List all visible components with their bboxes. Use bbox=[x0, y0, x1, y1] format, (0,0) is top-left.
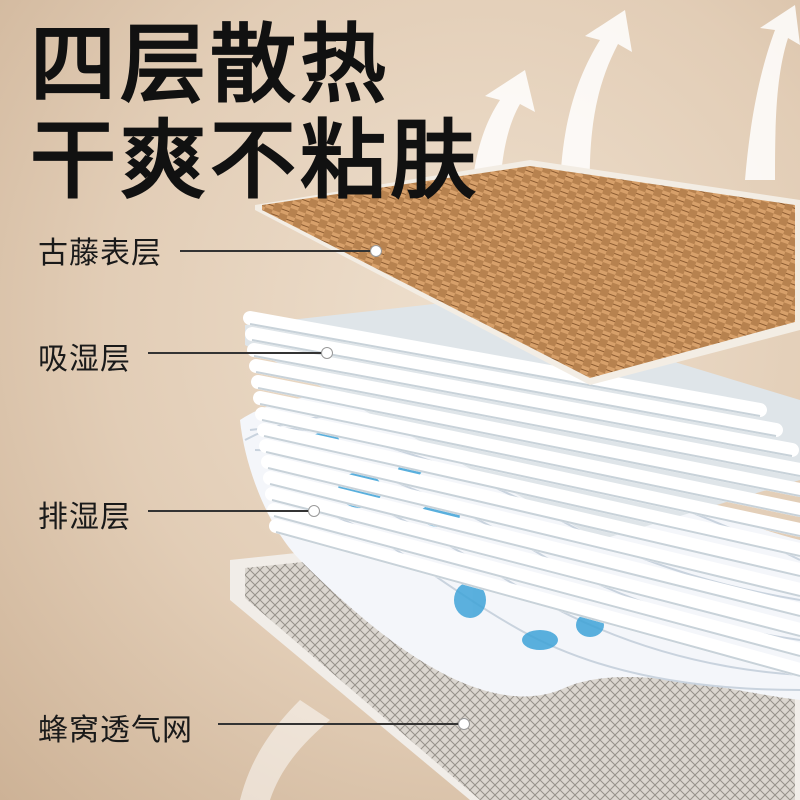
absorb-tube bbox=[259, 439, 800, 577]
absorb-tube-shadow bbox=[263, 435, 800, 557]
absorb-tube-shadow bbox=[249, 323, 761, 417]
absorb-tube-shadow bbox=[269, 483, 800, 617]
absorb-tube bbox=[265, 487, 800, 637]
absorb-tube bbox=[249, 359, 800, 477]
pointer-dot-wick bbox=[308, 505, 320, 517]
absorb-tube bbox=[261, 455, 800, 597]
absorb-tube-shadow bbox=[275, 531, 800, 677]
pointer-dot-rattan bbox=[370, 245, 382, 257]
absorb-tube-shadow bbox=[257, 387, 800, 497]
tube-layer bbox=[243, 300, 800, 677]
label-wick-layer: 排湿层 bbox=[38, 500, 131, 535]
absorb-tube bbox=[251, 375, 800, 497]
leader-line-absorb bbox=[148, 352, 326, 354]
absorb-tube-shadow bbox=[253, 355, 793, 457]
leader-line-wick bbox=[148, 510, 313, 512]
absorb-tube-shadow bbox=[265, 451, 800, 577]
label-absorb-layer: 吸湿层 bbox=[38, 342, 131, 377]
absorb-tube bbox=[267, 503, 800, 657]
absorb-tube-shadow bbox=[273, 515, 800, 657]
absorb-tube bbox=[243, 311, 767, 417]
absorb-tube bbox=[257, 423, 800, 557]
leader-line-rattan bbox=[180, 250, 375, 252]
label-rattan-layer: 古藤表层 bbox=[38, 236, 162, 271]
absorb-tube bbox=[253, 391, 800, 517]
rattan-layer bbox=[255, 160, 800, 385]
absorb-tube-shadow bbox=[259, 403, 800, 517]
absorb-tube bbox=[269, 519, 800, 677]
absorb-tube-shadow bbox=[267, 467, 800, 597]
pointer-dot-absorb bbox=[321, 347, 333, 359]
pointer-dot-mesh bbox=[458, 718, 470, 730]
absorb-tube-shadow bbox=[255, 371, 800, 477]
absorb-tube bbox=[255, 407, 800, 537]
absorb-tube-shadow bbox=[271, 499, 800, 637]
absorb-tube-shadow bbox=[261, 419, 800, 537]
absorb-tube bbox=[245, 327, 783, 437]
label-mesh-layer: 蜂窝透气网 bbox=[38, 713, 193, 748]
leader-line-mesh bbox=[218, 723, 463, 725]
absorb-tube bbox=[247, 343, 799, 457]
absorb-tube-shadow bbox=[251, 339, 777, 437]
headline-line-2: 干爽不粘肤 bbox=[30, 111, 480, 211]
headline-line-1: 四层散热 bbox=[30, 15, 390, 115]
absorb-tube bbox=[263, 471, 800, 617]
